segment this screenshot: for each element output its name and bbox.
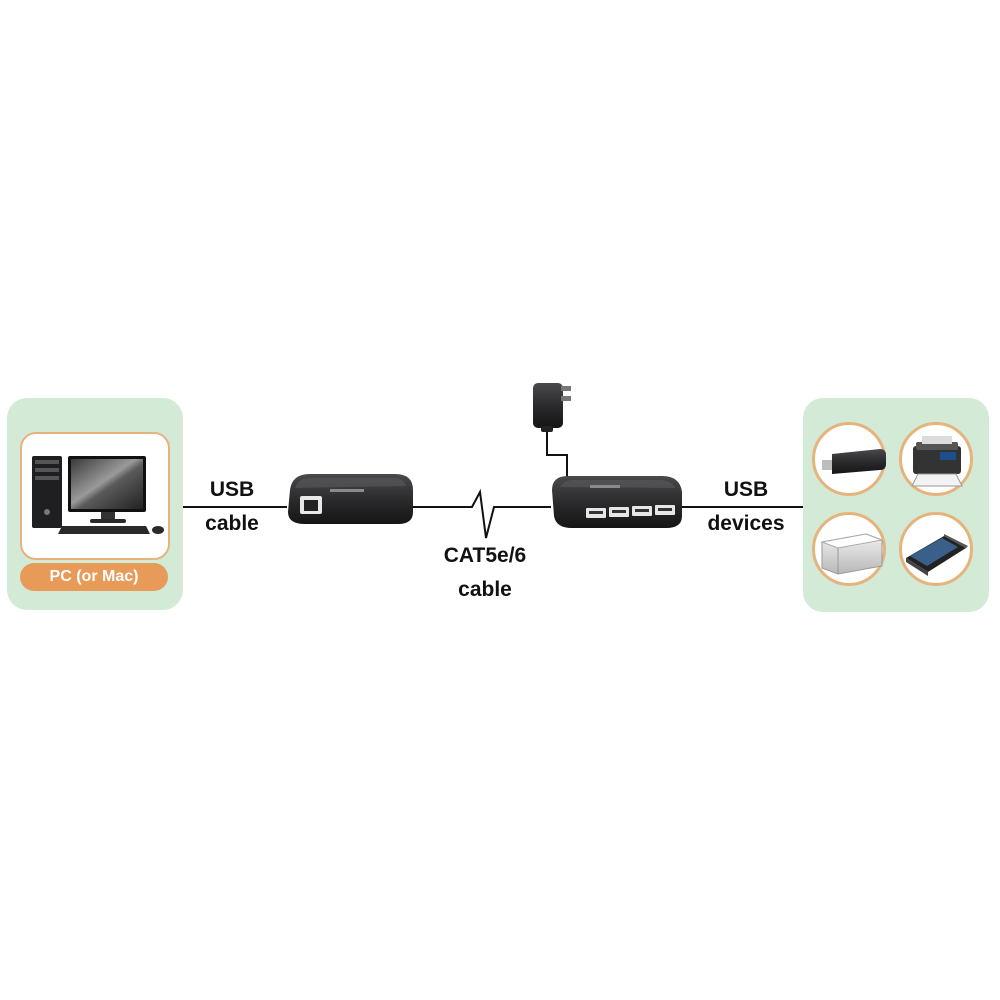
usb-cable-label-line2: cable: [205, 512, 259, 535]
pc-label: PC (or Mac): [20, 563, 168, 591]
usb-port-1: [586, 508, 606, 518]
usb-devices-label-line1: USB: [723, 478, 769, 501]
cat-cable-label-line1: CAT5e/6: [443, 544, 527, 567]
usb-cable-label-line1: USB: [209, 478, 255, 501]
usb-port-4: [655, 505, 675, 515]
scanner-icon: [906, 534, 968, 576]
usb-devices-label: USB devices: [698, 473, 794, 541]
rj45-transmitter-icon: [288, 474, 413, 524]
power-cord: [546, 425, 568, 480]
power-adapter-icon: [533, 383, 571, 432]
desktop-computer-icon: [32, 456, 164, 534]
cat-cable-line: [412, 488, 551, 539]
usb-hub-receiver-icon: [552, 476, 682, 528]
usb-cable-label: USB cable: [196, 473, 268, 541]
cat-cable-label: CAT5e/6 cable: [430, 539, 540, 607]
printer-icon: [911, 436, 963, 487]
external-hard-drive-icon: [820, 533, 884, 575]
usb-flash-drive-icon: [822, 449, 886, 474]
usb-devices-label-line2: devices: [707, 512, 785, 535]
usb-port-3: [632, 506, 652, 516]
usb-port-2: [609, 507, 629, 517]
cat-cable-label-line2: cable: [458, 578, 512, 601]
